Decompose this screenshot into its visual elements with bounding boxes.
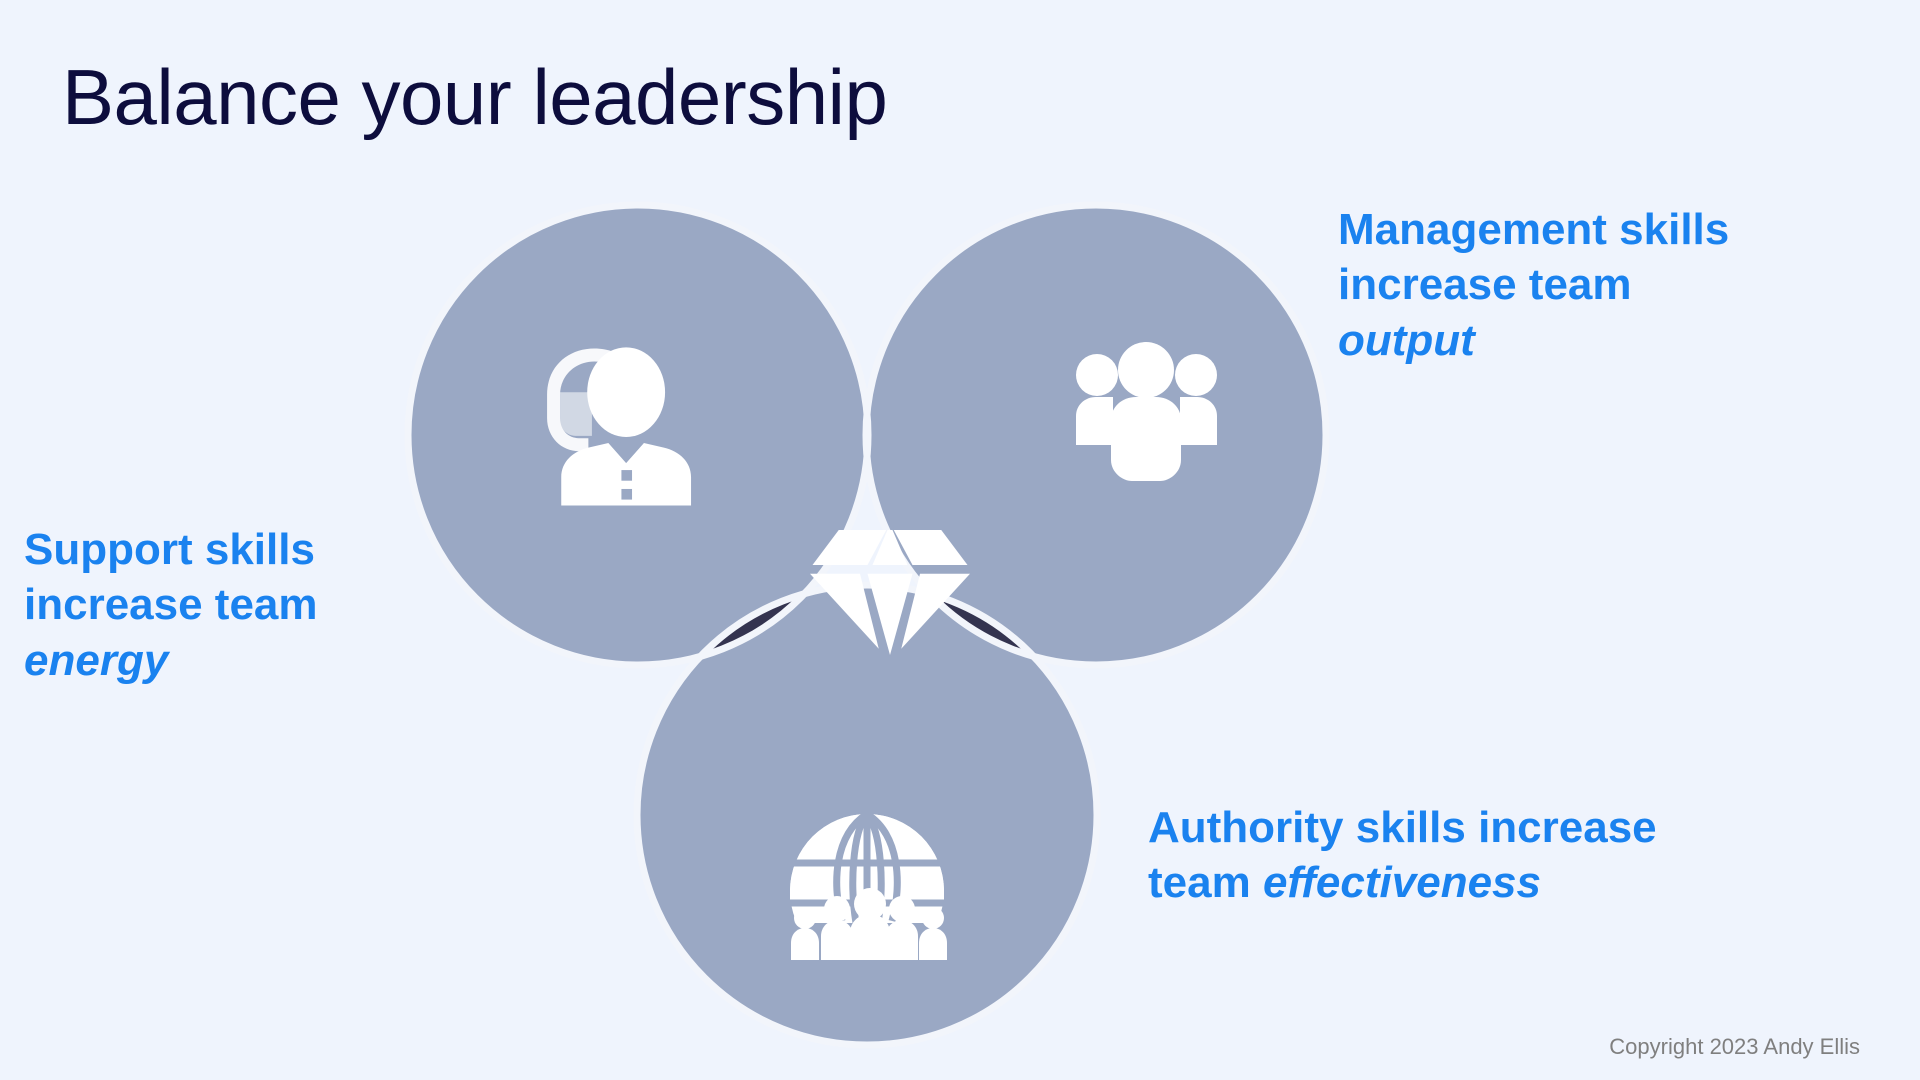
headset-agent-icon [547, 347, 692, 506]
callout-authority-line2: team [1148, 858, 1251, 908]
copyright-notice: Copyright 2023 Andy Ellis [1609, 1034, 1860, 1059]
page-title: Balance your leadership [62, 53, 888, 141]
callout-management: Management skills increase team output [1338, 202, 1878, 368]
callout-support: Support skills increase team energy [24, 522, 444, 688]
callout-management-line2: increase team [1338, 260, 1632, 310]
callout-support-line2: increase team [24, 580, 318, 630]
callout-management-emphasis: output [1338, 315, 1475, 365]
callout-authority: Authority skills increase team effective… [1148, 800, 1848, 911]
globe-audience-icon [784, 811, 954, 969]
diamond-gem-icon [810, 530, 970, 655]
venn-outlines [404, 201, 1330, 1049]
people-group-icon [1076, 342, 1217, 481]
callout-support-line1: Support skills [24, 525, 315, 574]
venn-circle-support[interactable] [408, 205, 868, 665]
callout-management-line1: Management skills [1338, 205, 1730, 254]
callout-authority-line1: Authority skills increase [1148, 803, 1657, 852]
callout-support-emphasis: energy [24, 635, 169, 685]
callout-authority-emphasis: effectiveness [1262, 858, 1541, 908]
